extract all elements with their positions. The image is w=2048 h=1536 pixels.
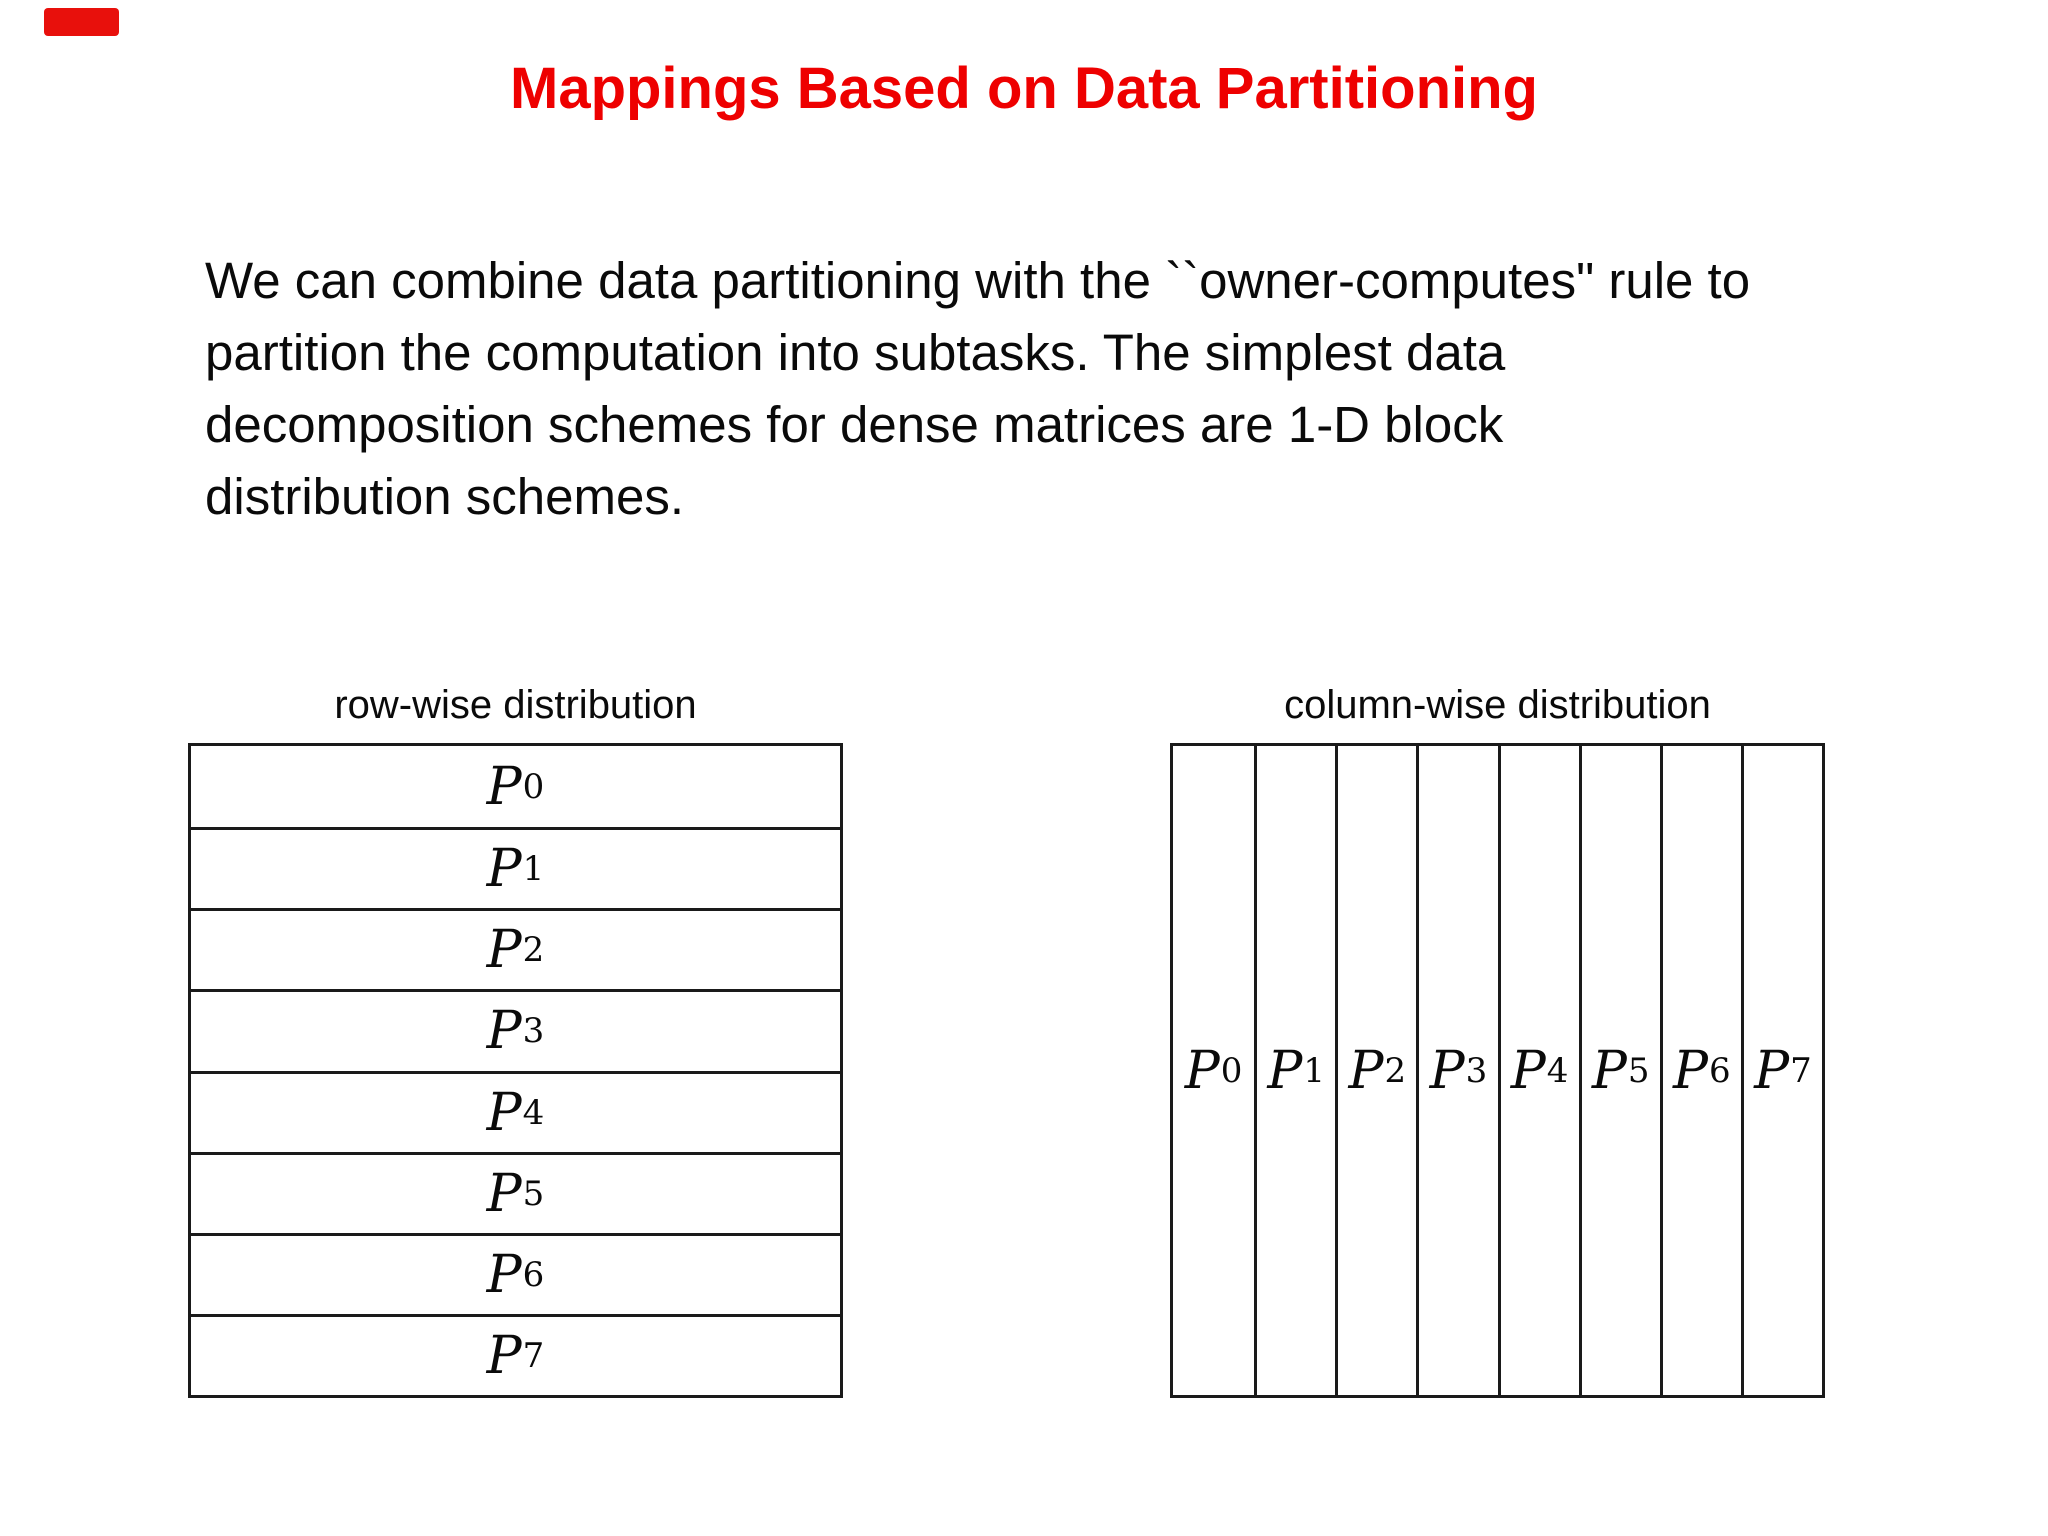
processor-symbol: P (486, 756, 522, 817)
processor-index: 0 (1220, 1050, 1243, 1091)
body-paragraph-line: distribution schemes. (205, 468, 685, 525)
processor-index: 1 (522, 849, 545, 890)
processor-symbol: P (486, 839, 522, 900)
processor-symbol: P (1672, 1040, 1708, 1101)
body-paragraph-line: We can combine data partitioning with th… (205, 252, 1751, 309)
processor-index: 2 (522, 930, 545, 971)
processor-index: 5 (522, 1173, 545, 1214)
processor-index: 4 (522, 1092, 545, 1133)
body-paragraph-line: decomposition schemes for dense matrices… (205, 396, 1504, 453)
processor-index: 7 (522, 1335, 545, 1376)
body-paragraph-line: partition the computation into subtasks.… (205, 324, 1506, 381)
processor-index: 0 (522, 766, 545, 807)
corner-accent-mark (44, 8, 119, 36)
processor-symbol: P (486, 1244, 522, 1305)
processor-index: 4 (1546, 1050, 1569, 1091)
column-wise-distribution-label: column-wise distribution (1284, 683, 1711, 727)
processor-symbol: P (486, 1001, 522, 1062)
slide-title: Mappings Based on Data Partitioning (510, 56, 1538, 121)
row-wise-distribution-label: row-wise distribution (334, 683, 697, 727)
processor-symbol: P (486, 1163, 522, 1224)
processor-symbol: P (486, 1325, 522, 1386)
processor-symbol: P (1510, 1040, 1546, 1101)
processor-index: 2 (1384, 1050, 1407, 1091)
body-paragraph: We can combine data partitioning with th… (205, 245, 1750, 533)
processor-index: 7 (1790, 1050, 1812, 1091)
processor-symbol: P (486, 1082, 522, 1143)
processor-index: 1 (1303, 1050, 1325, 1091)
processor-symbol: P (1754, 1040, 1790, 1101)
processor-symbol: P (1591, 1040, 1627, 1101)
processor-index: 6 (522, 1254, 545, 1295)
processor-symbol: P (1184, 1040, 1220, 1101)
processor-index: 3 (1465, 1050, 1488, 1091)
processor-symbol: P (1267, 1040, 1303, 1101)
processor-symbol: P (1429, 1040, 1465, 1101)
processor-symbol: P (1348, 1040, 1384, 1101)
processor-symbol: P (486, 920, 522, 981)
processor-index: 3 (522, 1011, 545, 1052)
processor-index: 5 (1627, 1050, 1650, 1091)
processor-index: 6 (1708, 1050, 1731, 1091)
